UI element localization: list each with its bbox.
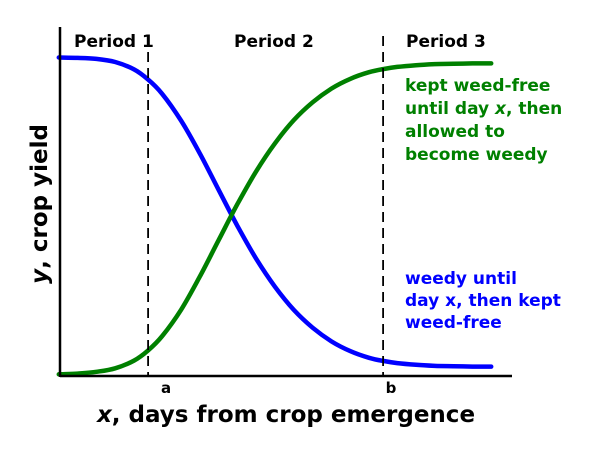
annotation-green-line-3-seg-1: allowed to: [405, 122, 505, 142]
series-line-2: [56, 61, 494, 377]
y-axis-title-rest: , crop yield: [27, 124, 53, 269]
x-axis-title-var: x: [96, 402, 113, 428]
annotation-green-line-1: kept weed-free: [405, 76, 550, 96]
series-line-1: [56, 55, 494, 369]
annotation-green-line-1-seg-1: kept weed-free: [405, 76, 550, 96]
period-label-3: Period 3: [406, 32, 486, 52]
x-axis-title: x, days from crop emergence: [96, 402, 475, 428]
period-label-2: Period 2: [234, 32, 314, 52]
period-label-1: Period 1: [74, 32, 154, 52]
annotation-blue-line-3-seg-1: weed-free: [405, 313, 502, 333]
annotation-green-line-2-seg-2: x: [494, 99, 507, 119]
y-axis-title-var: y: [27, 268, 53, 284]
series-layer: [56, 55, 494, 377]
x-tick-label-a: a: [161, 379, 171, 397]
annotation-green-line-3: allowed to: [405, 122, 505, 142]
annotation-blue-line-2: day x, then kept: [405, 291, 561, 311]
annotation-blue-line-2-seg-1: day x, then kept: [405, 291, 561, 311]
annotation-green-line-2-seg-3: , then: [506, 99, 562, 119]
annotation-blue-line-3: weed-free: [405, 313, 502, 333]
plot-area: [56, 27, 512, 378]
y-axis-title: y, crop yield: [27, 124, 53, 284]
annotation-green-line-2: until day x, then: [405, 99, 562, 119]
annotation-green-line-4-seg-1: become weedy: [405, 145, 548, 165]
annotation-green-line-4: become weedy: [405, 145, 548, 165]
period-dividers: [147, 36, 385, 375]
x-axis-title-rest: , days from crop emergence: [112, 402, 475, 428]
annotation-blue-line-1: weedy until: [405, 269, 517, 289]
annotation-blue-line-1-seg-1: weedy until: [405, 269, 517, 289]
x-tick-label-b: b: [386, 379, 397, 397]
annotation-green-line-2-seg-1: until day: [405, 99, 495, 119]
